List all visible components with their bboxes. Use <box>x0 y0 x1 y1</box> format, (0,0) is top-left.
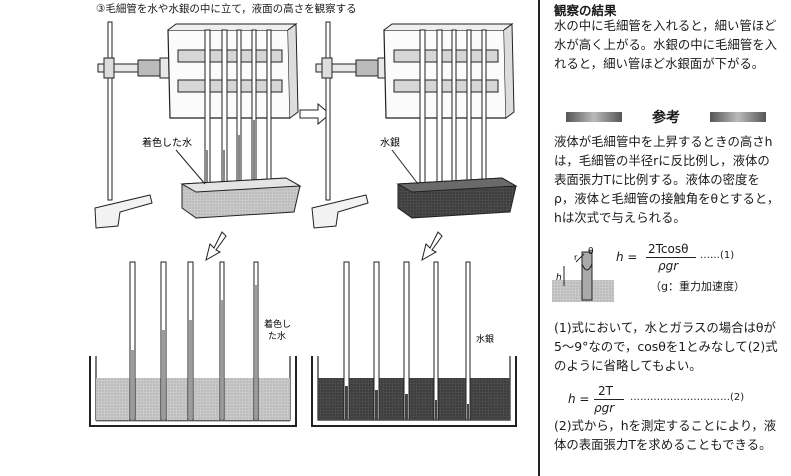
result-text: 水の中に毛細管を入れると，細い管ほど水が高く上がる。水銀の中に毛細管を入れると，… <box>554 18 778 71</box>
label-mercury-detail: 水銀 <box>476 333 494 345</box>
banner-bar-left <box>566 112 622 122</box>
formula1-lhs: h = <box>616 250 638 264</box>
formula-2: h = 2T ρgr …………………………(2) <box>554 382 780 418</box>
figure-caption: ③毛細管を水や水銀の中に立て，液面の高さを観察する <box>96 3 357 15</box>
formula1-denominator: ρgr <box>658 259 679 273</box>
formula2-denominator: ρgr <box>594 401 615 415</box>
reference-banner: 参考 <box>566 106 766 128</box>
mercury-trough <box>396 177 518 219</box>
capillary-holder-water <box>167 23 299 119</box>
capillary-tubes-water <box>204 29 272 207</box>
stand-mercury <box>311 21 389 229</box>
label-colored-water-detail-2: た水 <box>268 330 286 342</box>
capillary-illustration: 着色した水 水銀 <box>89 21 518 427</box>
formula2-fraction-bar <box>594 399 624 400</box>
approximation-text: (1)式において，水とガラスの場合はθが5～9°なので，cosθを1とみなして(… <box>554 320 778 373</box>
arrow-down-left-icon-2 <box>421 231 443 262</box>
diagram-r: r <box>574 253 578 262</box>
result-heading: 観察の結果 <box>554 3 617 18</box>
label-mercury: 水銀 <box>380 136 400 149</box>
stand-water <box>94 21 171 229</box>
label-colored-water: 着色した水 <box>142 136 192 149</box>
water-trough <box>180 177 302 219</box>
diagram-h: h <box>556 273 562 283</box>
formula2-numerator: 2T <box>598 384 613 398</box>
arrow-down-left-icon <box>205 231 227 262</box>
capillary-holder-mercury <box>383 23 515 119</box>
contact-angle-diagram: θ r h <box>552 247 614 302</box>
formula1-numerator: 2Tcosθ <box>648 242 689 256</box>
reference-title: 参考 <box>652 110 680 126</box>
formula-1: h = 2Tcosθ ρgr ……(1) （g：重力加速度） <box>596 240 786 300</box>
detail-water-container: 着色し た水 <box>89 261 297 427</box>
formula2-tag: …………………………(2) <box>630 392 745 403</box>
column-divider <box>538 0 540 476</box>
experiment-figure: ③毛細管を水や水銀の中に立て，液面の高さを観察する <box>89 3 518 427</box>
banner-bar-right <box>710 112 766 122</box>
sidebar: 観察の結果 水の中に毛細管を入れると，細い管ほど水が高く上がる。水銀の中に毛細管… <box>544 0 784 476</box>
detail-mercury-container: 水銀 <box>311 261 517 427</box>
formula2-lhs: h = <box>568 392 590 406</box>
arrow-right-icon <box>299 102 331 126</box>
formula1-note: （g：重力加速度） <box>650 280 745 293</box>
formula1-tag: ……(1) <box>700 250 735 261</box>
conclusion-text: (2)式から，hを測定することにより，液体の表面張力Tを求めることもできる。 <box>554 418 777 452</box>
label-colored-water-detail-1: 着色し <box>264 318 291 330</box>
formula1-fraction-bar <box>646 257 696 258</box>
reference-text: 液体が毛細管中を上昇するときの高さhは，毛細管の半径rに反比例し，液体の表面張力… <box>554 134 780 225</box>
diagram-theta: θ <box>588 247 594 257</box>
